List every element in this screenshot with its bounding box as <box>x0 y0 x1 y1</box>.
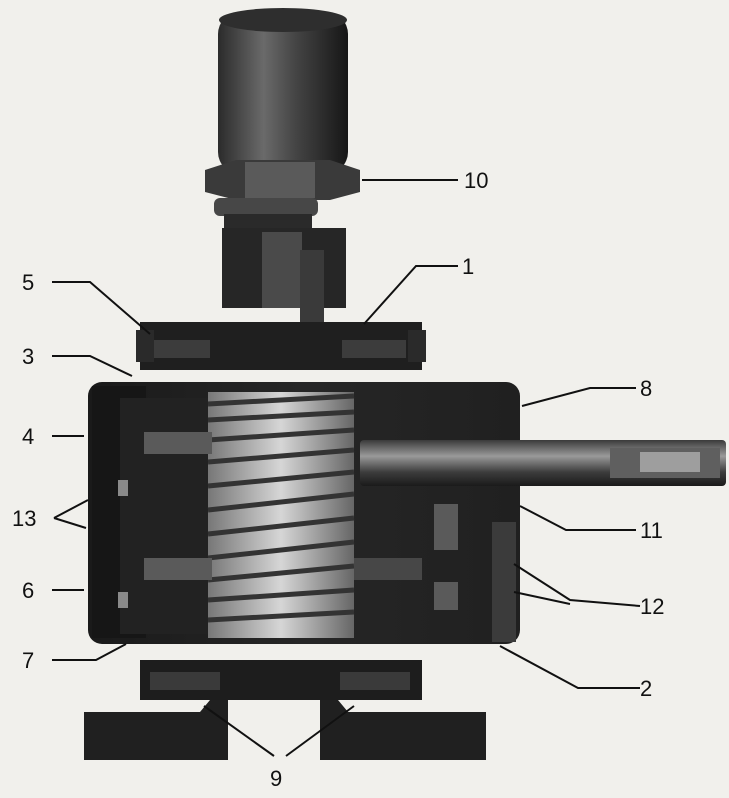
callout-3: 3 <box>22 344 34 369</box>
motor-housing <box>218 8 348 174</box>
callout-12: 12 <box>640 594 664 619</box>
callout-11: 11 <box>640 518 663 543</box>
right-bearing-cavity <box>434 504 516 642</box>
output-shaft <box>360 440 726 486</box>
leader-8 <box>521 387 636 407</box>
callout-7: 7 <box>22 648 34 673</box>
left-small-parts <box>118 480 128 608</box>
callout-9: 9 <box>270 766 282 791</box>
hex-nut-10 <box>205 160 360 230</box>
leader-2 <box>499 645 640 689</box>
callout-5: 5 <box>22 270 34 295</box>
leader-7 <box>52 643 127 661</box>
callout-4: 4 <box>22 424 34 449</box>
top-flange <box>136 322 426 370</box>
leader-13a <box>53 499 89 519</box>
callout-8: 8 <box>640 376 652 401</box>
leader-1 <box>363 265 458 325</box>
callout-1: 1 <box>462 254 474 279</box>
neck <box>222 228 346 366</box>
leader-3 <box>52 355 133 377</box>
leader-5 <box>52 281 151 335</box>
callout-labels: 10 1 5 3 4 13 6 7 8 11 12 2 9 <box>12 168 664 791</box>
leader-11 <box>519 505 636 531</box>
callout-6: 6 <box>22 578 34 603</box>
callout-10: 10 <box>464 168 488 193</box>
leader-9b <box>285 705 355 757</box>
inner-shafts <box>144 432 422 580</box>
leader-13b <box>53 517 87 529</box>
leader-12b <box>513 591 571 605</box>
helical-gear <box>207 392 355 638</box>
bottom-flange-and-feet <box>84 660 486 760</box>
callout-13: 13 <box>12 506 36 531</box>
callout-2: 2 <box>640 676 652 701</box>
leader-9a <box>203 705 275 757</box>
leader-12a <box>513 563 641 607</box>
leader-lines <box>52 179 641 757</box>
